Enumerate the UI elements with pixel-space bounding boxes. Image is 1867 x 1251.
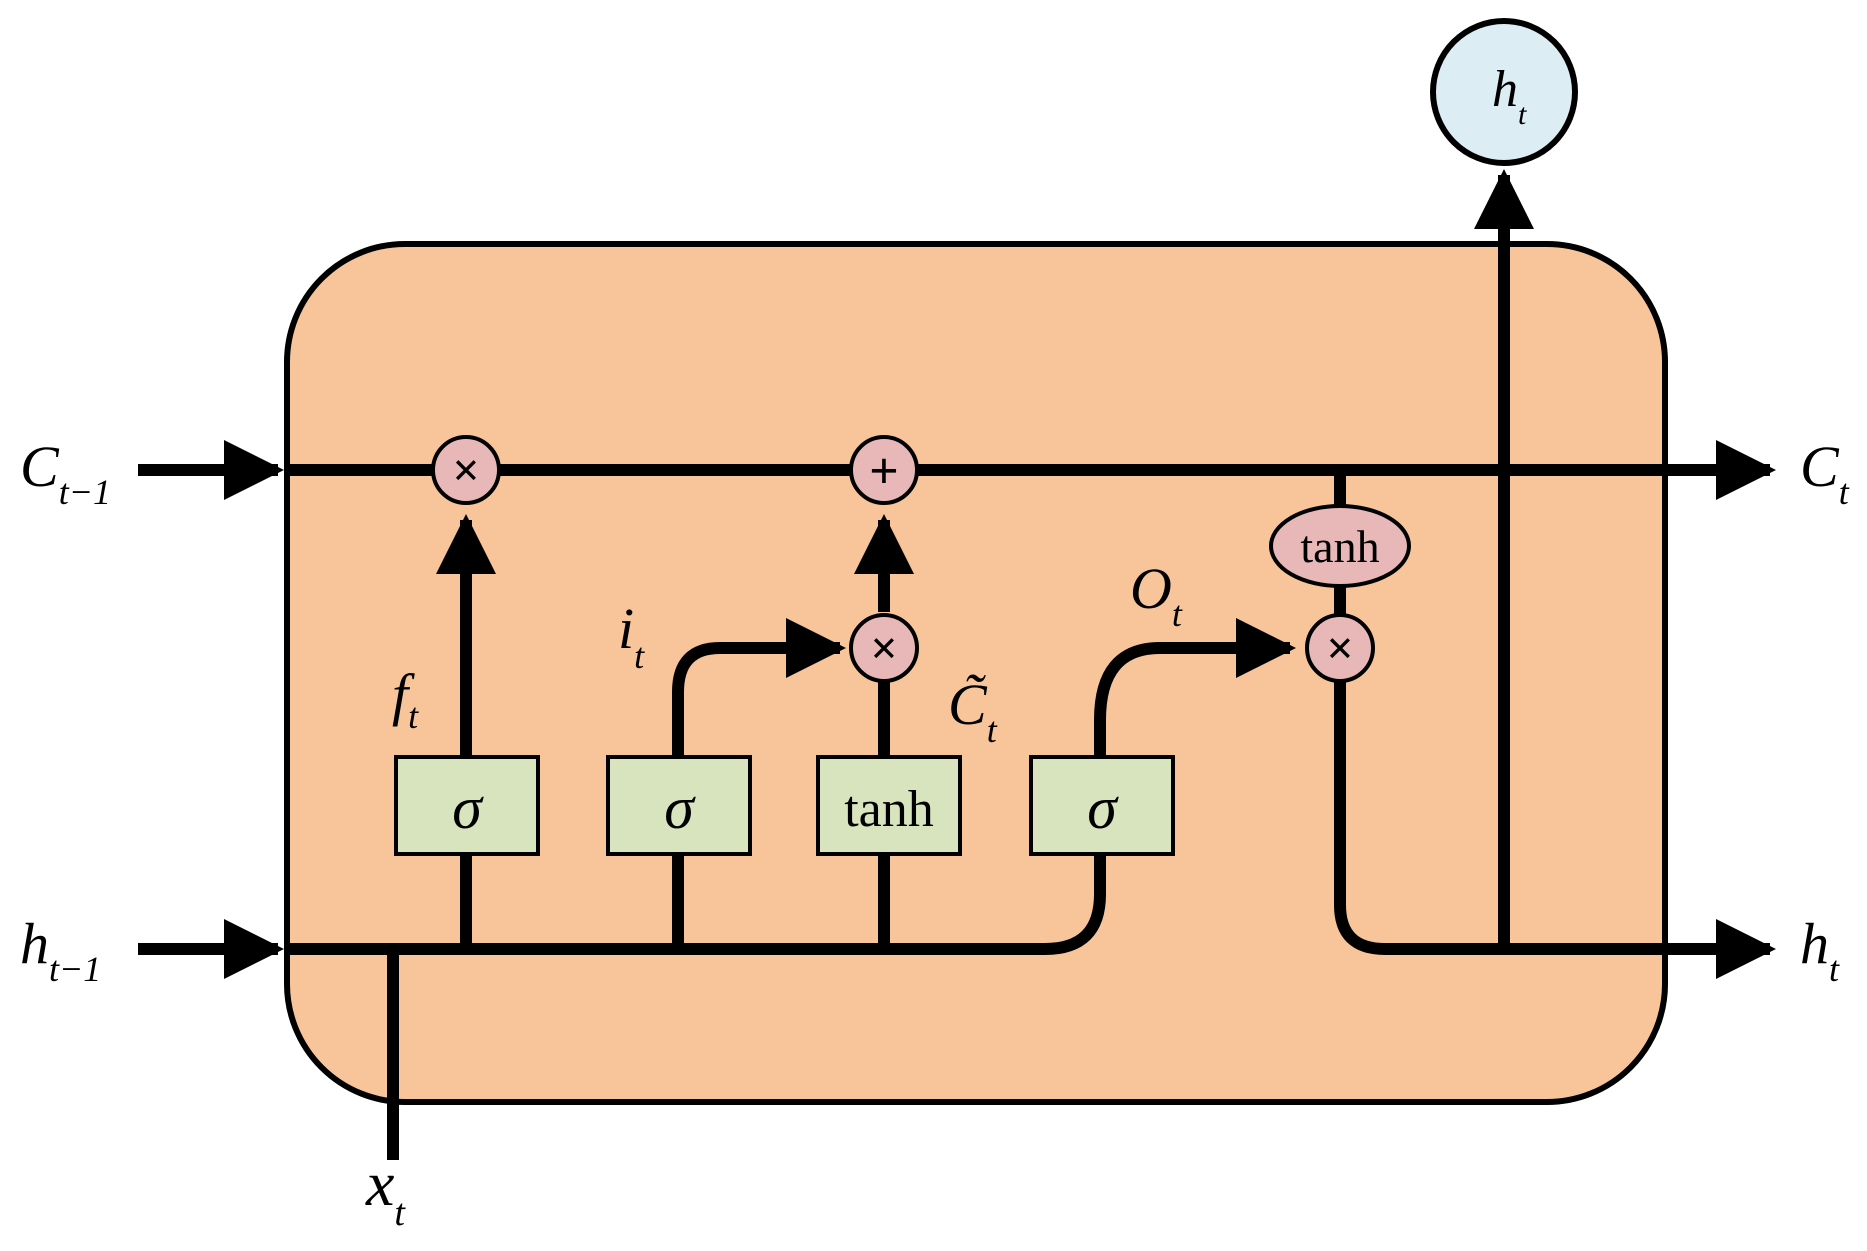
candidate-signal-main: C̃ [948, 672, 988, 737]
input-signal-sub: t [634, 636, 645, 676]
multiply-icon: × [452, 444, 479, 497]
forget-signal-sub: t [408, 696, 419, 736]
c-prev-main: C [20, 434, 60, 499]
cell-tanh-ellipse: tanh [1269, 504, 1411, 588]
output-signal-sub: t [1172, 594, 1183, 634]
candidate-gate-box: tanh [816, 755, 962, 856]
cell-add-operator: + [849, 435, 919, 505]
h-prev-label: ht−1 [20, 911, 101, 989]
c-out-label: Ct [1800, 434, 1850, 512]
output-gate-label: σ [1087, 775, 1119, 841]
add-icon: + [869, 443, 899, 500]
h-prev-sub: t−1 [49, 949, 101, 989]
output-signal-label: Ot [1130, 556, 1183, 634]
candidate-signal-sub: t [987, 710, 998, 750]
x-input-sub: t [394, 1192, 406, 1234]
forget-gate-label: σ [452, 775, 484, 841]
h-prev-main: h [20, 911, 49, 976]
h-out-main: h [1800, 911, 1829, 976]
forget-multiply-operator: × [431, 435, 501, 505]
c-out-main: C [1800, 434, 1840, 499]
output-gate-box: σ [1029, 755, 1175, 856]
cell-tanh-label: tanh [1300, 521, 1379, 572]
input-gate-box: σ [606, 755, 752, 856]
h-out-label: ht [1800, 911, 1840, 989]
output-multiply-operator: × [1305, 613, 1375, 683]
x-input-label: xt [365, 1148, 406, 1234]
input-signal-main: i [618, 596, 634, 661]
h-out-sub: t [1829, 949, 1840, 989]
hidden-input-bus [287, 618, 1296, 955]
input-signal-label: it [618, 596, 645, 676]
x-input-main: x [365, 1148, 394, 1219]
candidate-gate-label: tanh [844, 781, 934, 838]
output-node-main: h [1492, 61, 1518, 118]
forget-gate-box: σ [394, 755, 540, 856]
candidate-signal-label: C̃t [948, 672, 998, 750]
c-out-sub: t [1839, 472, 1850, 512]
hidden-output-wire [1334, 680, 1720, 955]
c-prev-label: Ct−1 [20, 434, 111, 512]
hidden-output-node: ht [1430, 18, 1578, 166]
output-node-sub: t [1518, 98, 1527, 131]
svg-text:ht: ht [1492, 61, 1527, 131]
input-multiply-operator: × [849, 613, 919, 683]
input-gate-wire [672, 618, 846, 949]
multiply-icon: × [1326, 622, 1353, 675]
c-prev-sub: t−1 [59, 472, 111, 512]
input-gate-label: σ [664, 775, 696, 841]
output-signal-main: O [1130, 556, 1172, 621]
lstm-cell-body [284, 241, 1668, 1105]
multiply-icon: × [870, 622, 897, 675]
